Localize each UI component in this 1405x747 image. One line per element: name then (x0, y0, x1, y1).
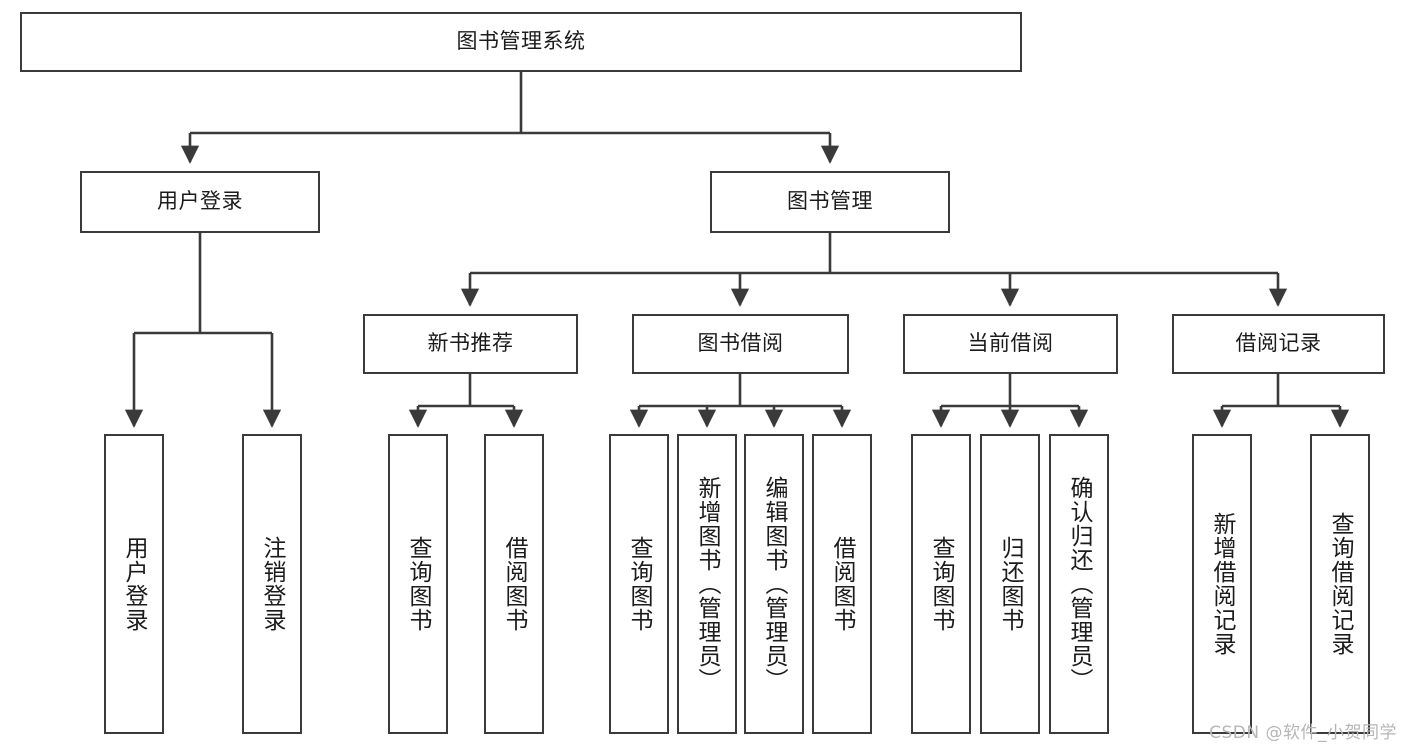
node-leaf-edit-book[interactable]: 编辑图书（管理员） (744, 434, 804, 734)
node-leaf-add-book-label: 新增图书（管理员） (694, 476, 721, 692)
node-leaf-user-login[interactable]: 用户登录 (104, 434, 164, 734)
node-leaf-query-book-1-label: 查询图书 (405, 536, 432, 632)
node-current-borrow-label: 当前借阅 (967, 331, 1054, 356)
node-leaf-query-book-3[interactable]: 查询图书 (911, 434, 971, 734)
node-leaf-query-book-2[interactable]: 查询图书 (609, 434, 669, 734)
node-leaf-add-record[interactable]: 新增借阅记录 (1192, 434, 1252, 734)
node-book-manage-label: 图书管理 (787, 189, 873, 214)
node-leaf-query-book-3-label: 查询图书 (928, 536, 955, 632)
node-root[interactable]: 图书管理系统 (20, 12, 1022, 72)
node-leaf-query-book-1[interactable]: 查询图书 (388, 434, 448, 734)
node-current-borrow[interactable]: 当前借阅 (903, 314, 1118, 374)
node-leaf-query-book-2-label: 查询图书 (626, 536, 653, 632)
node-borrow-record-label: 借阅记录 (1235, 331, 1322, 356)
node-leaf-logout[interactable]: 注销登录 (242, 434, 302, 734)
node-leaf-add-record-label: 新增借阅记录 (1209, 512, 1236, 656)
node-leaf-query-record-label: 查询借阅记录 (1327, 512, 1354, 656)
node-user-login-label: 用户登录 (157, 189, 243, 214)
node-leaf-borrow-book-2-label: 借阅图书 (829, 536, 856, 632)
node-leaf-return-book[interactable]: 归还图书 (980, 434, 1040, 734)
node-leaf-user-login-label: 用户登录 (121, 536, 148, 632)
node-book-borrow-label: 图书借阅 (697, 331, 784, 356)
node-book-manage[interactable]: 图书管理 (710, 171, 950, 233)
node-leaf-query-record[interactable]: 查询借阅记录 (1310, 434, 1370, 734)
node-leaf-logout-label: 注销登录 (259, 536, 286, 632)
watermark-text: CSDN @软件_小贺同学 (1209, 723, 1397, 743)
node-new-book-rec[interactable]: 新书推荐 (363, 314, 578, 374)
node-leaf-borrow-book-2[interactable]: 借阅图书 (812, 434, 872, 734)
node-leaf-confirm-return-label: 确认归还（管理员） (1066, 476, 1093, 692)
node-leaf-return-book-label: 归还图书 (997, 536, 1024, 632)
node-leaf-borrow-book-1[interactable]: 借阅图书 (484, 434, 544, 734)
node-leaf-edit-book-label: 编辑图书（管理员） (761, 476, 788, 692)
node-leaf-borrow-book-1-label: 借阅图书 (501, 536, 528, 632)
node-book-borrow[interactable]: 图书借阅 (632, 314, 849, 374)
node-new-book-rec-label: 新书推荐 (427, 331, 514, 356)
node-leaf-confirm-return[interactable]: 确认归还（管理员） (1049, 434, 1109, 734)
node-borrow-record[interactable]: 借阅记录 (1172, 314, 1385, 374)
node-user-login[interactable]: 用户登录 (80, 171, 320, 233)
node-root-label: 图书管理系统 (456, 29, 586, 54)
node-leaf-add-book[interactable]: 新增图书（管理员） (677, 434, 737, 734)
